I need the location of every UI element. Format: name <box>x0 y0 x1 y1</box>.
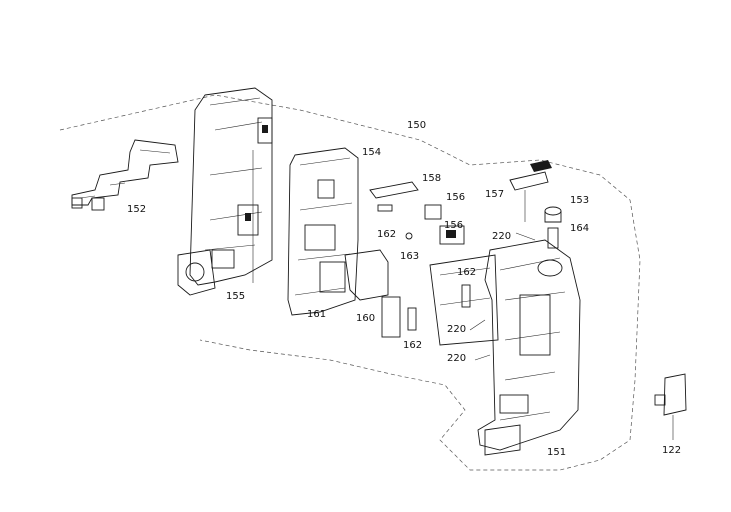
screw-153 <box>544 206 562 223</box>
main-body-151 <box>429 239 581 456</box>
label-151: 151 <box>547 447 566 458</box>
label-153: 153 <box>570 195 589 206</box>
label-160: 160 <box>356 313 375 324</box>
label-162-upper: 162 <box>377 229 396 240</box>
connector-157 <box>509 160 552 222</box>
gear-156 <box>424 204 465 245</box>
lever-158 <box>369 181 419 212</box>
frame-plate-154 <box>287 147 359 316</box>
label-220-middle: 220 <box>447 324 466 335</box>
label-156-lower: 156 <box>444 220 463 231</box>
label-157: 157 <box>485 189 504 200</box>
label-162-lower: 162 <box>403 340 422 351</box>
spring-162a <box>461 284 471 308</box>
label-161: 161 <box>307 309 326 320</box>
label-220-lower: 220 <box>447 353 466 364</box>
assembly-boundary-dashed <box>59 94 641 471</box>
label-155: 155 <box>226 291 245 302</box>
label-122: 122 <box>662 445 681 456</box>
label-154: 154 <box>362 147 381 158</box>
label-164: 164 <box>570 223 589 234</box>
label-152: 152 <box>127 204 146 215</box>
label-220-upper: 220 <box>492 231 511 242</box>
leader-lines <box>252 150 536 361</box>
label-150: 150 <box>407 120 426 131</box>
label-162-middle: 162 <box>457 267 476 278</box>
label-158: 158 <box>422 173 441 184</box>
label-156-upper: 156 <box>446 192 465 203</box>
chassis-assembly-155 <box>177 87 273 296</box>
bracket-152 <box>71 139 179 211</box>
cover-122 <box>654 373 687 440</box>
screw-163 <box>405 232 413 240</box>
label-163: 163 <box>400 251 419 262</box>
bracket-160 <box>344 249 417 338</box>
spring-164 <box>547 227 559 249</box>
